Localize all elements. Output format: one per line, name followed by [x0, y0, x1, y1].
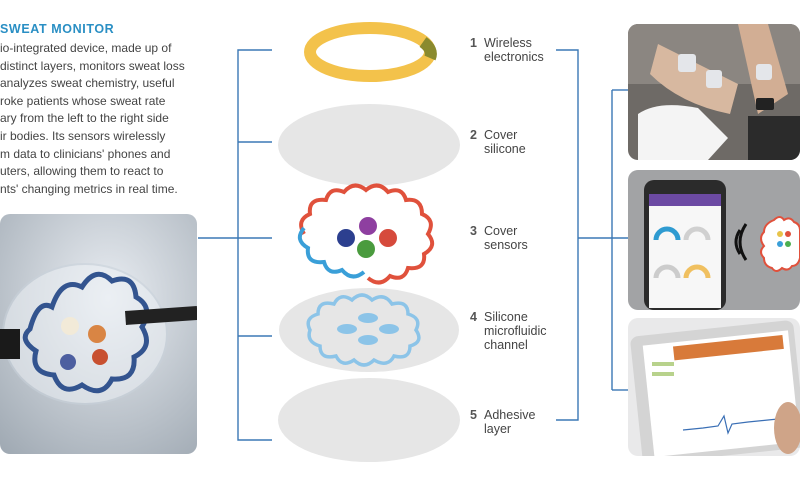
description-line: nts' changing metrics in real time. — [0, 181, 178, 196]
device-photo — [0, 214, 197, 454]
layer-number: 1 — [470, 36, 477, 50]
phone-photo-illustration — [628, 170, 800, 310]
layer-name: Cover sensors — [484, 224, 528, 252]
description-line: distinct layers, monitors sweat loss — [0, 58, 185, 73]
microfluidic-channel-layer — [279, 288, 459, 372]
layer-name-line: Cover — [484, 224, 518, 238]
layer-number: 5 — [470, 408, 477, 422]
cover-silicone-layer — [278, 104, 460, 186]
left-connector — [198, 49, 272, 441]
layer-name-line: layer — [484, 422, 512, 436]
layer-number: 3 — [470, 224, 477, 238]
cover-sensors-layer — [297, 183, 435, 285]
layer-number: 2 — [470, 128, 477, 142]
description-line: analyzes sweat chemistry, useful — [0, 76, 175, 91]
layer-name: Adhesive layer — [484, 408, 535, 436]
layer-name: Wireless electronics — [484, 36, 544, 64]
layer-name-line: channel — [484, 338, 528, 352]
tablet-photo-illustration — [628, 318, 800, 456]
layer-name-line: electronics — [484, 50, 544, 64]
layer-name: Silicone microfluidic channel — [484, 310, 547, 352]
device-photo-illustration — [0, 214, 197, 454]
layer-name-line: Wireless — [484, 36, 532, 50]
arm-photo — [628, 24, 800, 160]
page-title: SWEAT MONITOR — [0, 22, 115, 36]
right-connector — [556, 49, 628, 421]
wireless-electronics-layer — [304, 22, 437, 82]
layer-name-line: silicone — [484, 142, 526, 156]
adhesive-layer — [278, 378, 460, 462]
layer-name-line: Adhesive — [484, 408, 536, 422]
phone-photo — [628, 170, 800, 310]
layer-number: 4 — [470, 310, 477, 324]
description-line: io-integrated device, made up of — [0, 41, 172, 55]
layer-name-line: sensors — [484, 238, 528, 252]
arm-photo-illustration — [628, 24, 800, 160]
layer-name-line: Silicone — [484, 310, 528, 324]
layer-name-line: microfluidic — [484, 324, 547, 338]
layer-name-line: Cover — [484, 128, 518, 142]
description-line: ary from the left to the right side — [0, 111, 169, 126]
description-line: uters, allowing them to react to — [0, 164, 164, 179]
description-line: ir bodies. Its sensors wirelessly — [0, 128, 166, 143]
description-line: m data to clinicians' phones and — [0, 146, 171, 161]
description-line: roke patients whose sweat rate — [0, 93, 166, 108]
tablet-photo — [628, 318, 800, 456]
description-text: io-integrated device, made up of distinc… — [0, 40, 215, 198]
layer-name: Cover silicone — [484, 128, 526, 156]
